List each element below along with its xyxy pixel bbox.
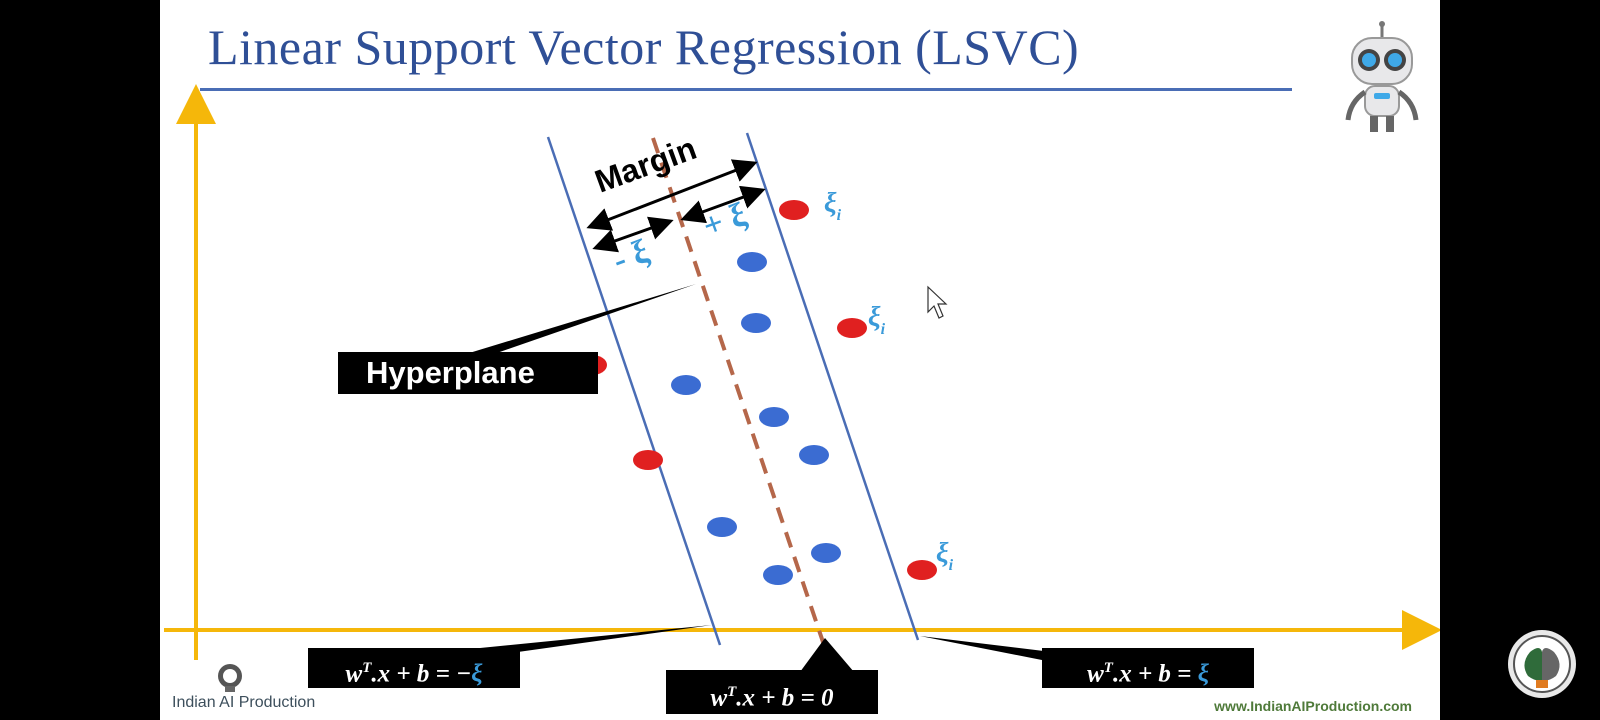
- margin-arrow: [586, 159, 758, 231]
- plus-xi-arrow: [680, 185, 766, 224]
- hyperplane-label: Hyperplane: [338, 352, 598, 394]
- cursor-icon: [927, 285, 948, 319]
- slide-title: Linear Support Vector Regression (LSVC): [208, 19, 1080, 75]
- title-underline: [200, 88, 1292, 91]
- eq-right-pointer: [920, 636, 1052, 662]
- inner-point: [707, 517, 737, 537]
- inner-point: [737, 252, 767, 272]
- outlier-point: [907, 560, 937, 580]
- inner-points: [671, 252, 841, 585]
- inner-point: [671, 375, 701, 395]
- lightbulb-logo-icon: [218, 664, 242, 692]
- channel-logo-icon[interactable]: [1506, 628, 1578, 700]
- inner-point: [741, 313, 771, 333]
- lower-boundary-line: [546, 136, 722, 646]
- plus-xi-label: + ξ: [698, 196, 752, 246]
- brand-url: www.IndianAIProduction.com: [1214, 698, 1412, 714]
- xi-i-label: ξi: [868, 302, 886, 338]
- svr-diagram: Margin - ξ + ξ ξi ξi: [164, 84, 1440, 692]
- robot-mascot-icon: [1345, 21, 1419, 132]
- minus-xi-arrow: [592, 216, 674, 253]
- equation-upper-boundary: wT.x + b = ξ: [1042, 648, 1254, 688]
- slide: Linear Support Vector Regression (LSVC) …: [160, 0, 1440, 720]
- equation-hyperplane: wT.x + b = 0: [666, 670, 878, 714]
- equation-lower-boundary: wT.x + b = −ξ: [308, 648, 520, 688]
- hyperplane-pointer: [466, 284, 696, 354]
- inner-point: [759, 407, 789, 427]
- inner-point: [763, 565, 793, 585]
- xi-i-label: ξi: [936, 538, 954, 574]
- outlier-point: [837, 318, 867, 338]
- brand-name: Indian AI Production: [172, 694, 316, 711]
- xi-i-label: ξi: [824, 188, 842, 224]
- inner-point: [811, 543, 841, 563]
- eq-mid-pointer: [800, 638, 854, 672]
- outlier-point: [779, 200, 809, 220]
- eq-left-pointer: [460, 625, 712, 660]
- outlier-point: [633, 450, 663, 470]
- upper-boundary-line: [745, 132, 920, 641]
- inner-point: [799, 445, 829, 465]
